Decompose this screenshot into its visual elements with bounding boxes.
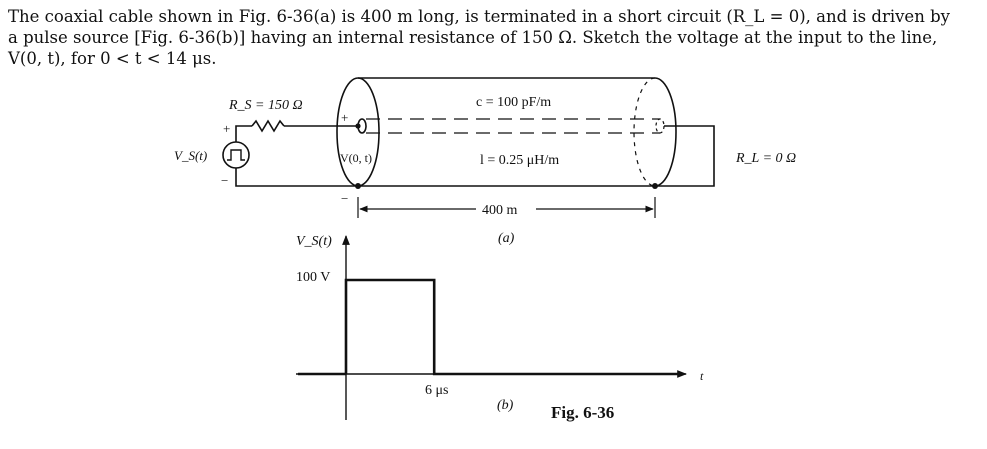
- load-resistance-label: R_L = 0 Ω: [735, 151, 796, 166]
- inner-conductor-output: [655, 118, 665, 134]
- source-top-wire: [235, 125, 252, 142]
- input-plus-sign: +: [341, 110, 348, 125]
- amplitude-label: 100 V: [296, 270, 330, 285]
- problem-line-3: V(0, t), for 0 < t < 14 μs.: [8, 49, 217, 68]
- cable-output-end-front: [654, 77, 677, 187]
- inductance-label: l = 0.25 μH/m: [480, 153, 559, 168]
- source-bottom-wire: [235, 168, 358, 187]
- problem-line-1: The coaxial cable shown in Fig. 6-36(a) …: [8, 7, 950, 26]
- plot-labels: V_S(t) 100 V 6 μs t (b) Fig. 6-36: [296, 234, 704, 422]
- pulse-source-symbol: [222, 141, 250, 169]
- source-plus-sign: +: [223, 121, 230, 136]
- terminal-dots: [355, 123, 658, 189]
- pulse-glyph-icon: [227, 149, 245, 161]
- problem-line-2: a pulse source [Fig. 6-36(b)] having an …: [8, 28, 938, 47]
- cable-output-end-back: [633, 77, 656, 187]
- cable-input-end: [336, 77, 380, 187]
- source-voltage-label: V_S(t): [174, 148, 207, 163]
- capacitance-label: c = 100 pF/m: [476, 95, 551, 110]
- length-label: 400 m: [482, 203, 518, 218]
- plot-x-axis-label: t: [700, 369, 704, 383]
- plot-y-axis-label: V_S(t): [296, 234, 332, 249]
- source-resistance-label: R_S = 150 Ω: [228, 98, 303, 113]
- load-top-wire: [664, 125, 715, 147]
- source-resistor: [251, 119, 285, 133]
- figure-a-caption: (a): [498, 231, 515, 246]
- pulse-end-label: 6 μs: [425, 383, 448, 398]
- input-voltage-label: V(0, t): [340, 151, 372, 165]
- figure-caption: Fig. 6-36: [551, 403, 614, 422]
- circuit-labels: R_S = 150 Ω V_S(t) + − + − V(0, t) c = 1…: [174, 95, 796, 246]
- input-minus-sign: −: [341, 191, 348, 206]
- problem-statement: The coaxial cable shown in Fig. 6-36(a) …: [8, 6, 978, 69]
- figure-b-caption: (b): [497, 398, 514, 413]
- load-short-wire: [655, 147, 715, 187]
- source-minus-sign: −: [221, 173, 228, 188]
- circuit-diagram: [222, 77, 715, 218]
- inner-conductor: [366, 118, 660, 134]
- pulse-waveform: [344, 278, 678, 376]
- pulse-plot: [296, 235, 687, 420]
